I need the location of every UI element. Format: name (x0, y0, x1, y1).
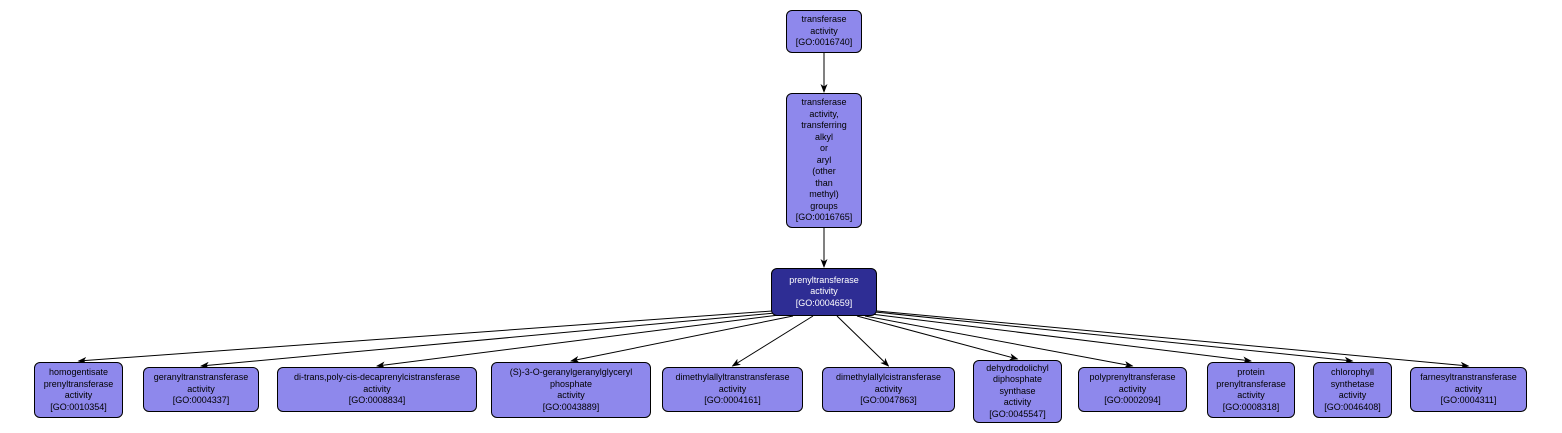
go-node-go-0008318[interactable]: protein prenyltransferase activity[GO:00… (1207, 362, 1295, 418)
go-node-go-0010354[interactable]: homogentisate prenyltransferase activity… (34, 362, 123, 418)
go-node-go-0016765[interactable]: transferase activity, transferring alkyl… (786, 93, 862, 228)
edge-go-0004659-to-go-0046408 (874, 311, 1354, 364)
edge-go-0004659-to-go-0010354 (77, 310, 773, 364)
edge-go-0004659-to-go-0004337 (200, 312, 776, 369)
go-node-go-0047863[interactable]: dimethylallylcistransferase activity[GO:… (822, 367, 955, 412)
go-term-id: [GO:0008834] (348, 395, 406, 406)
go-node-go-0004659[interactable]: prenyltransferase activity[GO:0004659] (771, 268, 877, 316)
go-term-id: [GO:0004337] (172, 395, 230, 406)
go-term-label: (S)-3-O-geranylgeranylglyceryl phosphate… (509, 367, 633, 400)
go-node-go-0004311[interactable]: farnesyltranstransferase activity[GO:000… (1410, 367, 1527, 412)
go-term-label: homogentisate prenyltransferase activity (43, 367, 114, 400)
edge-go-0004659-to-go-0047863 (836, 315, 890, 367)
go-term-id: [GO:0046408] (1324, 401, 1381, 412)
go-term-id: [GO:0004659] (795, 297, 853, 308)
go-node-go-0043889[interactable]: (S)-3-O-geranylgeranylglyceryl phosphate… (491, 362, 651, 418)
go-term-label: farnesyltranstransferase activity (1420, 372, 1517, 394)
edge-go-0004659-to-go-0004161 (731, 315, 814, 367)
go-term-label: prenyltransferase activity (789, 274, 859, 297)
go-term-label: chlorophyll synthetase activity (1330, 367, 1375, 400)
go-node-go-0004161[interactable]: dimethylallyltranstransferase activity[G… (662, 367, 803, 412)
go-term-id: [GO:0004311] (1440, 395, 1497, 406)
go-node-go-0002094[interactable]: polyprenyltransferase activity[GO:000209… (1078, 367, 1187, 412)
edge-go-0004659-to-go-0008834 (376, 314, 780, 369)
go-term-id: [GO:0002094] (1104, 395, 1161, 406)
edge-go-0004659-to-go-0043889 (570, 315, 794, 363)
go-term-label: dehydrodolichyl diphosphate synthase act… (986, 362, 1049, 408)
go-term-label: dimethylallylcistransferase activity (835, 372, 942, 394)
go-term-id: [GO:0043889] (542, 401, 600, 412)
edge-go-0004659-to-go-0045547 (856, 315, 1019, 361)
go-term-id: [GO:0004161] (704, 395, 761, 406)
go-node-go-0004337[interactable]: geranyltranstransferase activity[GO:0004… (143, 367, 259, 412)
go-node-go-0008834[interactable]: di-trans,poly-cis-decaprenylcistransfera… (277, 367, 477, 412)
go-node-go-0045547[interactable]: dehydrodolichyl diphosphate synthase act… (973, 360, 1062, 423)
go-term-label: dimethylallyltranstransferase activity (675, 372, 790, 394)
go-node-go-0016740[interactable]: transferase activity[GO:0016740] (786, 10, 862, 53)
go-node-go-0046408[interactable]: chlorophyll synthetase activity[GO:00464… (1313, 362, 1392, 418)
go-term-label: transferase activity, transferring alkyl… (801, 97, 847, 211)
go-term-id: [GO:0016740] (795, 37, 853, 48)
go-term-label: polyprenyltransferase activity (1089, 372, 1176, 394)
edge-go-0004659-to-go-0008318 (870, 313, 1252, 364)
go-term-id: [GO:0045547] (989, 408, 1046, 419)
go-term-id: [GO:0008318] (1222, 401, 1280, 412)
go-term-label: protein prenyltransferase activity (1216, 367, 1286, 400)
go-term-id: [GO:0047863] (860, 395, 917, 406)
go-term-label: transferase activity (801, 14, 847, 36)
edge-go-0004659-to-go-0002094 (864, 315, 1134, 368)
go-term-label: geranyltranstransferase activity (153, 372, 249, 394)
go-term-id: [GO:0010354] (50, 401, 107, 412)
go-term-label: di-trans,poly-cis-decaprenylcistransfera… (293, 372, 461, 394)
go-term-id: [GO:0016765] (795, 212, 853, 223)
edge-go-0004659-to-go-0004311 (876, 310, 1470, 369)
